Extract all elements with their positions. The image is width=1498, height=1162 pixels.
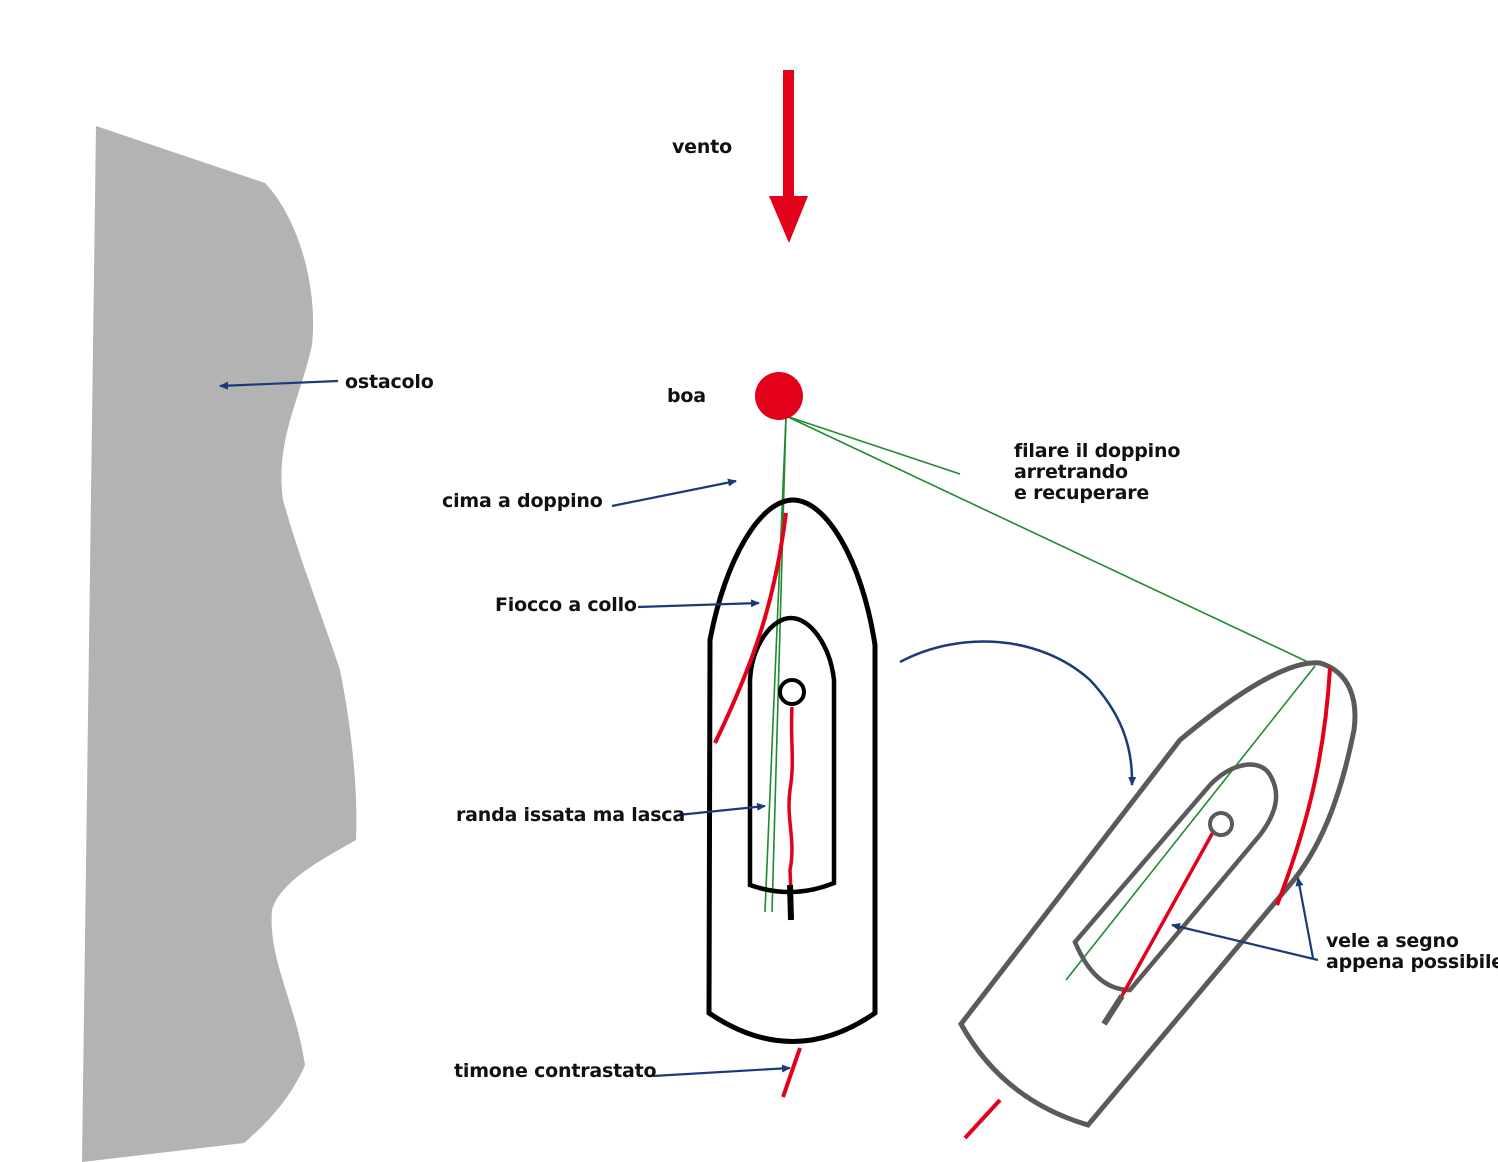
mainsail-turned bbox=[1111, 824, 1219, 1013]
mast bbox=[778, 678, 806, 706]
wind-arrow bbox=[769, 70, 808, 243]
label-obstacle: ostacolo bbox=[345, 371, 434, 393]
boat-turned bbox=[958, 660, 1358, 1140]
pointer-rudder bbox=[652, 1064, 791, 1078]
boat-cabin-turned bbox=[1072, 762, 1279, 993]
pointer-jib bbox=[637, 599, 760, 609]
boom-turned bbox=[1101, 994, 1125, 1026]
pointer-obstacle bbox=[219, 379, 339, 390]
boat-moored bbox=[706, 497, 878, 1098]
obstacle-shape bbox=[82, 126, 357, 1162]
label-pay-out-3: e recuperare bbox=[1014, 482, 1149, 504]
buoy bbox=[755, 372, 803, 420]
label-mainsail: randa issata ma lasca bbox=[456, 804, 685, 826]
pointer-slip-line bbox=[611, 478, 737, 508]
label-pay-out-2: arretrando bbox=[1014, 461, 1128, 483]
jib-sail bbox=[713, 512, 788, 744]
mast-turned bbox=[1208, 811, 1234, 837]
label-rudder: timone contrastato bbox=[454, 1060, 656, 1082]
pointer-sails-jib bbox=[1295, 877, 1315, 959]
pointer-mainsail bbox=[677, 802, 766, 817]
label-sails-1: vele a segno bbox=[1326, 930, 1459, 952]
label-buoy: boa bbox=[667, 385, 706, 407]
label-jib: Fiocco a collo bbox=[495, 594, 637, 616]
jib-sail-turned bbox=[1275, 667, 1332, 906]
rudder-turned bbox=[963, 1098, 1002, 1140]
label-sails-2: appena possibile bbox=[1326, 951, 1498, 973]
label-wind: vento bbox=[672, 136, 732, 158]
rudder bbox=[781, 1047, 802, 1098]
pointer-arrows bbox=[219, 379, 1319, 1078]
slip-line bbox=[764, 415, 1316, 981]
boat-hull bbox=[706, 497, 878, 1044]
boat-hull-turned bbox=[958, 660, 1358, 1128]
boom bbox=[787, 884, 794, 921]
pointer-sails-main bbox=[1171, 922, 1319, 962]
mainsail bbox=[787, 706, 795, 919]
boat-cabin bbox=[747, 615, 837, 895]
turn-arrow bbox=[899, 640, 1137, 786]
label-pay-out-1: filare il doppino bbox=[1014, 440, 1180, 462]
label-slip-line: cima a doppino bbox=[442, 490, 603, 512]
